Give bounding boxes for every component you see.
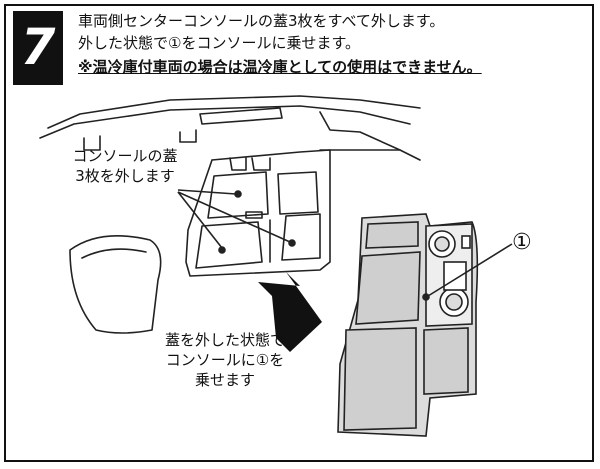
lid-removal-line-1: コンソールの蓋	[72, 147, 178, 165]
console-lid-right-upper	[277, 171, 319, 215]
tray-clip	[461, 235, 471, 249]
console-switch-1	[229, 157, 247, 171]
warning-note: ※温冷庫付車両の場合は温冷庫としての使用はできません。	[78, 58, 482, 76]
leader-line-upper-lid	[177, 189, 237, 195]
dash-button-right	[179, 129, 197, 143]
placement-line-2: コンソールに①を	[165, 351, 285, 369]
item-leader-line	[427, 243, 513, 297]
leader-dot-right-lid	[288, 239, 296, 247]
console-lid-right	[281, 213, 321, 261]
dash-button-left	[83, 135, 101, 151]
tray-pocket-top	[365, 221, 419, 249]
console-tray	[337, 213, 479, 437]
placement-callout: 蓋を外した状態で コンソールに①を 乗せます	[150, 330, 300, 390]
lid-removal-callout: コンソールの蓋 3枚を外します	[55, 146, 195, 186]
placement-line-3: 乗せます	[194, 371, 255, 389]
cupholder-inner-2	[445, 293, 463, 311]
seat-seam	[81, 248, 147, 259]
tray-pocket-bottom-right	[423, 327, 469, 395]
item-leader-dot	[422, 293, 430, 301]
tray-slot	[443, 261, 467, 291]
console-lid-upper	[207, 171, 269, 219]
dashboard-vent	[199, 107, 283, 125]
step-number-badge: 7	[13, 11, 63, 85]
step-number: 7	[20, 18, 56, 76]
item-number-label: ①	[512, 230, 532, 255]
instruction-line-2: 外した状態で①をコンソールに乗せます。	[78, 34, 360, 52]
placement-arrow	[258, 272, 322, 352]
dashboard-edge-line	[39, 105, 411, 139]
leader-line-lower-lid	[177, 191, 223, 249]
lid-latch	[245, 211, 263, 219]
tray-pocket-middle	[355, 251, 421, 325]
console-switch-2	[251, 157, 271, 171]
leader-dot-upper-lid	[234, 190, 242, 198]
leader-dot-lower-lid	[218, 246, 226, 254]
leader-line-right-lid	[177, 191, 291, 243]
lid-removal-line-2: 3枚を外します	[75, 167, 175, 185]
seat-outline	[69, 235, 162, 334]
illustration-frame	[4, 4, 594, 462]
center-console-outline	[185, 149, 331, 277]
instruction-line-1: 車両側センターコンソールの蓋3枚をすべて外します。	[78, 12, 445, 30]
dashboard-top-line	[47, 95, 421, 129]
door-trim-line	[319, 149, 421, 161]
tray-pocket-bottom-left	[343, 327, 417, 431]
dashboard-curve	[319, 111, 401, 151]
cupholder-inner-1	[434, 236, 450, 252]
placement-line-1: 蓋を外した状態で	[164, 331, 285, 349]
console-lid-lower	[195, 221, 263, 269]
